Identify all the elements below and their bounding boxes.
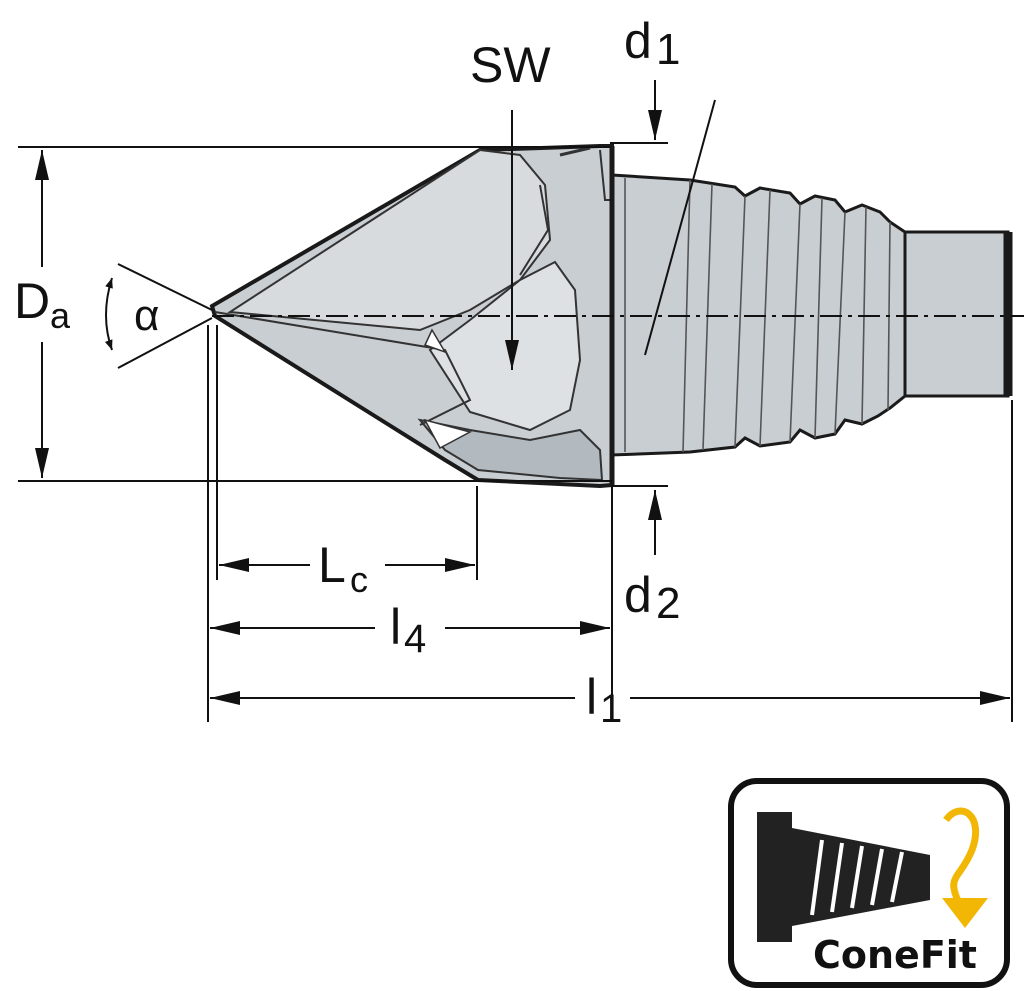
l4-subscript: 4 [404,617,426,661]
sw-label: SW [470,37,551,93]
dimension-lc: L c [219,537,475,600]
dimension-l1: l 1 [210,669,1010,731]
dimension-l4: l 4 [210,599,610,661]
rotation-arrow-icon [942,807,988,928]
lc-label: L [318,537,346,593]
lc-subscript: c [350,559,368,600]
dimension-d2: d 2 [612,485,680,628]
alpha-label: α [134,291,159,340]
pilot-cylinder [903,230,1010,398]
conefit-tool-icon [757,812,930,942]
dimension-sw: SW [470,37,551,370]
l1-subscript: 1 [600,687,622,731]
d1-label: d [624,13,652,69]
d2-label: d [624,567,652,623]
dimension-d1: d 1 [610,13,716,356]
conefit-badge: ConeFit [728,778,1010,988]
d1-subscript: 1 [656,25,680,74]
d2-subscript: 2 [656,579,680,628]
conefit-label: ConeFit [813,933,977,977]
da-subscript: a [50,295,71,336]
l1-label: l [586,669,597,725]
da-label: D [14,273,50,329]
dimension-alpha: α [104,263,213,369]
l4-label: l [390,599,401,655]
